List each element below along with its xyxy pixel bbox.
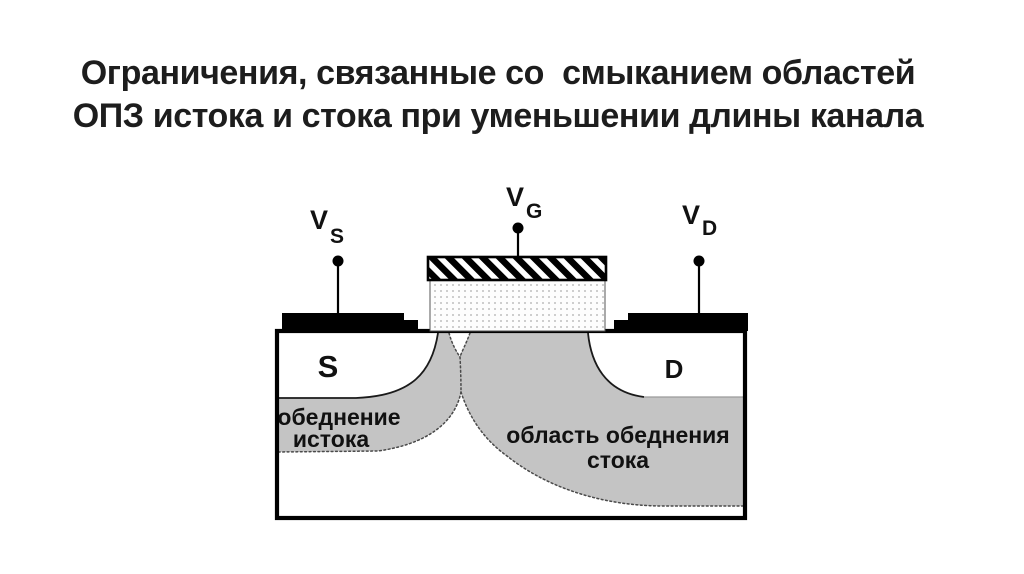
gate-electrode-hatched [426,255,608,282]
source-depletion-boundary-dotted [277,332,462,453]
source-contact-pad-step [404,320,418,331]
drain-region-boundary [587,332,645,398]
source-depletion-label-line1: обеднение [277,404,400,430]
drain-contact-pad-step [614,320,628,331]
source-region-boundary [278,332,439,399]
drain-region [588,333,743,397]
source-terminal-dot [332,255,344,267]
drain-region-label: D [665,354,684,384]
source-voltage-subscript: S [330,225,344,248]
drain-contact-pad [628,313,748,331]
source-region-label: S [318,349,339,384]
source-depletion-region [278,333,461,452]
title-line-1: Ограничения, связанные со смыканием обла… [80,54,916,92]
source-contact-pad [282,313,404,331]
gate-oxide-stippled [429,279,606,332]
gate-voltage-subscript: G [526,200,542,223]
drain-depletion-label-line2: стока [587,447,649,473]
drain-depletion-label-line1: область обеднения [506,422,729,448]
drain-voltage-symbol: V [682,200,700,230]
gate-terminal-dot [512,222,524,234]
source-depletion-label-line2: истока [293,426,369,452]
title-line-2: ОПЗ истока и стока при уменьшении длины … [72,97,924,135]
depletion-merge-seam-dotted [459,356,462,393]
drain-voltage-subscript: D [702,217,717,240]
slide-title: Ограничения, связанные со смыканием обла… [0,52,996,138]
source-voltage-symbol: V [310,205,328,235]
gate-voltage-symbol: V [506,182,524,212]
drain-terminal-dot [693,255,705,267]
drain-depletion-boundary-dotted [459,332,745,507]
